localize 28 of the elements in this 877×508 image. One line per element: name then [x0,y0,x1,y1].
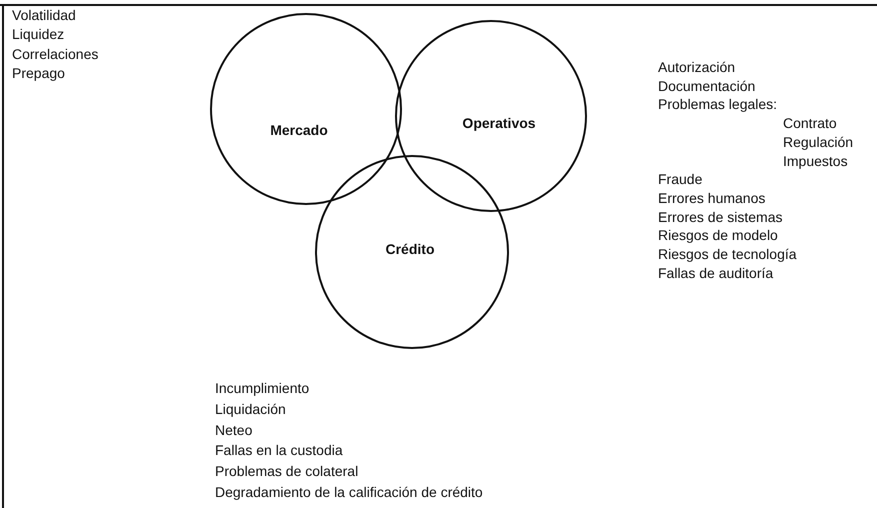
circle-label: Mercado [270,122,328,138]
risk-item: Degradamiento de la calificación de crédito [215,484,483,500]
venn-circle [315,155,509,349]
risk-item: Volatilidad [12,7,76,23]
risk-item: Regulación [783,134,854,150]
risk-item: Documentación [658,78,756,94]
risk-item: Impuestos [783,152,848,168]
risk-item: Fallas de auditoría [658,264,774,281]
risk-item: Problemas legales: [658,96,778,112]
risk-item: Neteo [215,422,252,438]
risk-item: Liquidez [12,26,64,42]
risk-item: Incumplimiento [215,380,310,396]
risk-item: Contrato [783,115,837,132]
risk-item: Riesgos de modelo [658,227,778,244]
venn-circle [210,13,402,205]
risk-item: Riesgos de tecnología [658,246,797,262]
risk-item: Fallas en la custodia [215,442,343,458]
risk-item: Fraude [658,171,702,188]
venn-circle [395,20,587,212]
risk-item: Correlaciones [12,46,98,62]
risk-item: Errores de sistemas [658,208,782,225]
risk-item: Errores humanos [658,190,766,206]
risk-item: Liquidación [215,400,286,417]
circle-label: Crédito [386,241,434,257]
risk-item: Prepago [12,64,65,81]
circle-label: Operativos [462,115,536,131]
risk-item: Problemas de colateral [215,463,358,480]
risk-item: Autorización [658,59,736,75]
